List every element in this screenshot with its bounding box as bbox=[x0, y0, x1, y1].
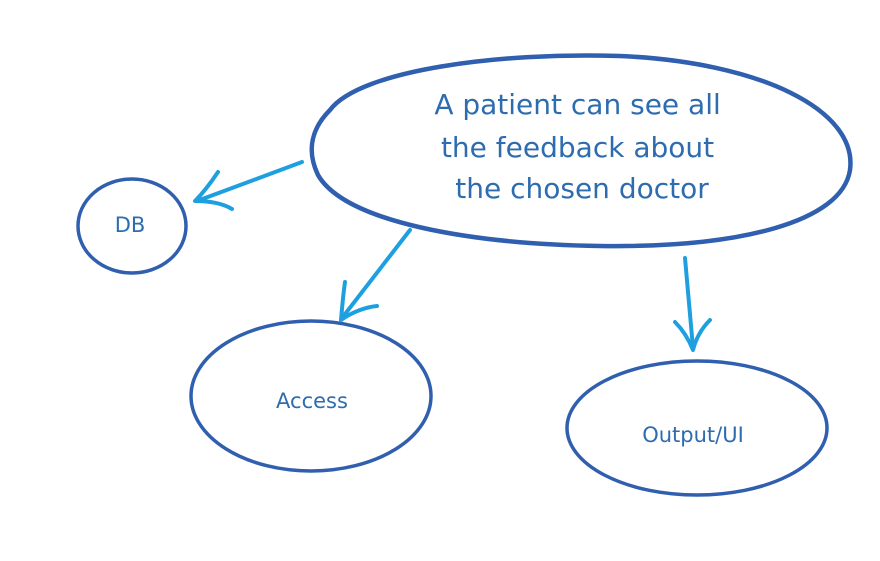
db-node-label: DB bbox=[115, 213, 146, 237]
db-node-outline bbox=[76, 177, 188, 275]
db-node[interactable]: DB bbox=[76, 177, 188, 275]
arrow-shaft bbox=[340, 228, 412, 320]
arrowhead-icon bbox=[339, 280, 379, 322]
arrowhead-icon bbox=[193, 170, 234, 211]
edge-central-to-db bbox=[193, 160, 304, 211]
central-node-outline bbox=[309, 53, 853, 249]
edge-central-to-output bbox=[673, 256, 712, 352]
arrow-shaft bbox=[683, 256, 695, 350]
central-line-1: A patient can see all bbox=[434, 88, 720, 121]
arrow-shaft bbox=[195, 160, 304, 203]
output-node-label: Output/UI bbox=[642, 423, 744, 447]
access-node-label: Access bbox=[276, 389, 348, 413]
central-node-label: A patient can see all the feedback about… bbox=[434, 88, 729, 205]
central-line-3: the chosen doctor bbox=[455, 172, 709, 205]
arrowhead-icon bbox=[673, 318, 712, 352]
access-node[interactable]: Access bbox=[189, 319, 433, 473]
output-node[interactable]: Output/UI bbox=[565, 359, 829, 497]
access-node-outline bbox=[189, 319, 433, 473]
central-line-2: the feedback about bbox=[441, 131, 714, 164]
central-node[interactable]: A patient can see all the feedback about… bbox=[309, 53, 853, 249]
edge-central-to-access bbox=[339, 228, 412, 322]
output-node-outline bbox=[565, 359, 829, 497]
